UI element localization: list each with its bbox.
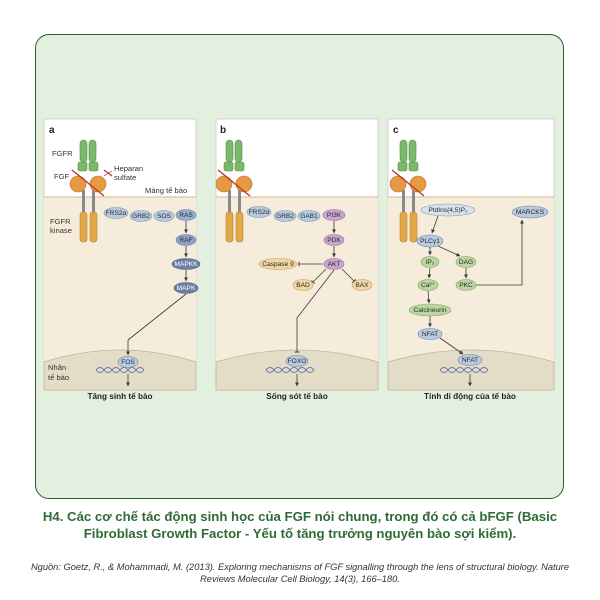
foxo-protein [285,355,309,367]
inhibition-bar-icon [341,268,357,284]
ip3-label: IP₃ [426,259,435,266]
ras-protein-a [175,209,197,221]
mapk-label-a: MAPK [177,285,196,292]
gab1-protein [297,210,321,222]
pkc-label: PKC [459,282,473,289]
dna-helix-icon [265,367,315,373]
fgfr-label: FGFR [52,149,73,158]
fgfr-kinase-label-1: FGFR [50,217,71,226]
frs2-protein-b [246,206,272,218]
nucleus-c [387,349,555,391]
caspase9-label: Caspase 9 [262,261,294,268]
nfat-label-nucleus: NFAT [462,357,478,364]
heparan-sulfate-icon [391,169,425,197]
fgf-label: FGF [54,172,70,181]
plcg-label: PLCγ1 [420,238,440,245]
bad-protein [292,279,314,291]
heparan-sulfate-icon [217,169,251,197]
activation-arrow-icon [437,245,461,257]
panel-c-letter: c [393,125,399,136]
heparan-sulfate-label-2: sulfate [114,173,136,182]
nfat-protein-cytoplasm [417,328,443,340]
panel-a-letter: a [49,125,55,136]
heparan-sulfate-label-1: Heparan [114,164,143,173]
heparan-sulfate-icon [71,169,113,197]
frs2-label-b: FRS2α [249,209,270,216]
mapkk-label-a: MAPKK [174,261,198,268]
sos-label-a: SOS [157,213,172,220]
bax-protein [351,279,373,291]
frs2-label-a: FRS2α [106,210,127,217]
outcome-a: Tăng sinh tế bào [87,392,152,401]
mapkk-protein-a [171,258,201,270]
dna-helix-icon [439,367,489,373]
raf-label-a: RAF [179,237,192,244]
nucleus-b [215,349,379,391]
activation-arrow-icon [439,337,464,355]
nfat-protein-nucleus [457,354,483,366]
grb2-label-b: GRB2 [276,213,294,220]
heparan-pointer [103,170,113,177]
pi3k-protein [322,209,346,221]
figure-source: Nguồn: Goetz, R., & Mohammadi, M. (2013)… [30,562,570,584]
nfat-label-cytoplasm: NFAT [422,331,438,338]
panel-b: b FRS2α GRB2 GAB1 PI3K PDK AKT Caspase [215,118,379,401]
frs2-protein-a [103,207,129,219]
panel-c: c PtdIns(4,5)P₂ MARCKS PLCγ1 IP₃ DAG Ca²… [387,118,555,401]
pi3k-label: PI3K [327,212,342,219]
fgfr-kinase-label-2: kinase [50,226,72,235]
outcome-b: Sống sót tế bào [266,392,327,401]
caspase9-protein [258,258,298,270]
ca-label: Ca²⁺ [421,282,436,289]
sos-protein-a [153,210,175,222]
dna-helix-icon [95,367,145,373]
activation-arrow-icon [431,215,439,234]
akt-label: AKT [328,261,341,268]
activation-arrow-icon [427,267,432,279]
fos-label: FOS [121,359,135,366]
receptor-icon [77,139,99,243]
pdk-protein [323,234,345,246]
foxo-label: FOXO [288,358,307,365]
calcium-ion [417,279,439,291]
calcineurin-label: Calcineurin [414,307,447,314]
panel-b-letter: b [220,125,226,136]
dag-molecule [455,256,477,268]
grb2-protein-a [129,210,153,222]
dag-label: DAG [459,259,473,266]
activation-arrow-icon [476,219,524,286]
ras-label-a: RAS [179,212,193,219]
panel-a: a FGFR FGF Heparan sulfate Màng tế bào F… [43,118,201,401]
bax-label: BAX [355,282,369,289]
marcks-protein [511,205,549,219]
figure-caption: H4. Các cơ chế tác động sinh học của FGF… [42,509,558,541]
ip3-molecule [420,256,440,268]
membrane-label: Màng tế bào [145,186,187,195]
nucleus-label-2: tế bào [48,373,69,382]
receptor-icon [397,139,419,243]
gab1-label: GAB1 [300,213,318,220]
outcome-c: Tính di động của tế bào [424,392,516,401]
fos-protein [117,356,139,368]
raf-protein-a [175,234,197,246]
akt-protein [323,258,345,270]
ptdins-label: PtdIns(4,5)P₂ [428,207,468,214]
activation-arrow-icon [126,293,187,356]
inhibition-bar-icon [294,269,335,353]
grb2-protein-b [273,210,297,222]
nucleus-label-1: Nhân [48,363,66,372]
grb2-label-a: GRB2 [132,213,150,220]
bad-label: BAD [296,282,310,289]
mapk-protein-a [173,282,199,294]
activation-arrow-icon [426,290,431,304]
ptdins-lipid [420,203,476,217]
marcks-label: MARCKS [516,209,545,216]
inhibition-bar-icon [310,268,327,285]
receptor-icon [223,139,245,243]
fgf-ligand-icon [69,175,107,193]
pdk-label: PDK [327,237,341,244]
